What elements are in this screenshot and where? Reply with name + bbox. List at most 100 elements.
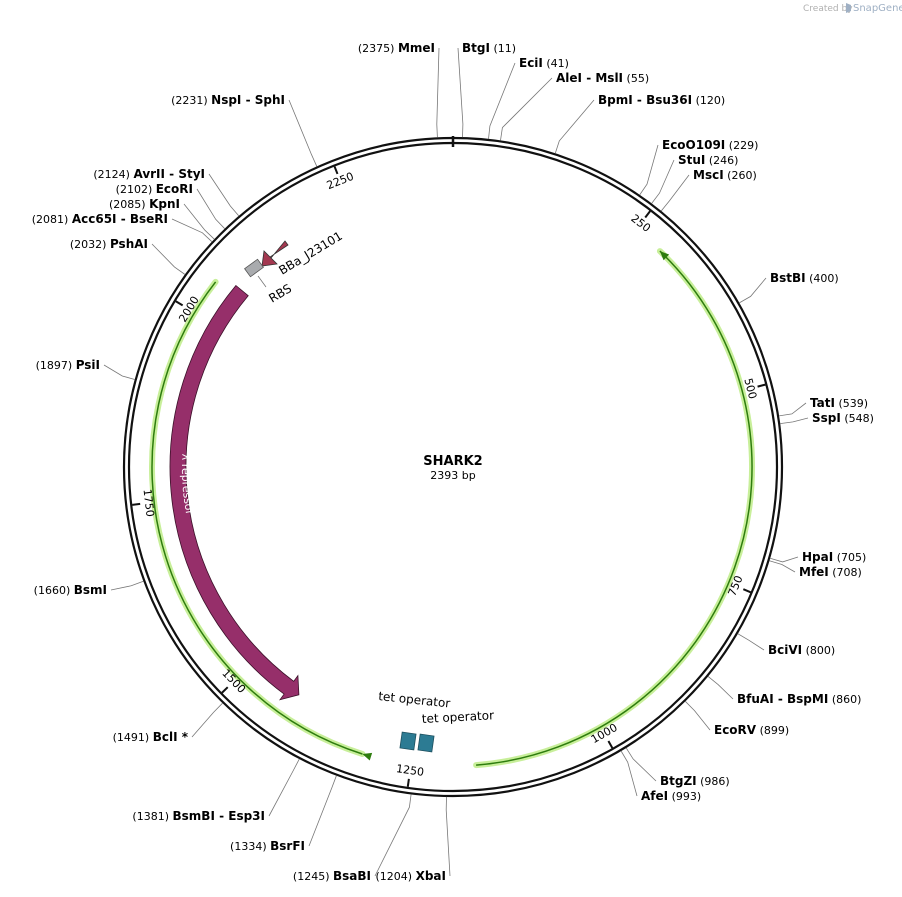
site-label-text: StuI (246) <box>678 153 738 167</box>
site-label-text: (1897) PsiI <box>36 358 100 372</box>
site-label[interactable]: (2081) Acc65I - BseRI <box>32 212 168 226</box>
site-separator: - <box>633 93 646 107</box>
site-enzyme-name: Bsu36I <box>646 93 692 107</box>
orf-right-line <box>476 250 753 766</box>
site-enzyme-name: BsmI <box>74 583 107 597</box>
site-enzyme-name: BsmBI <box>173 809 215 823</box>
site-label[interactable]: (1897) PsiI <box>36 358 100 372</box>
site-label[interactable]: (2124) AvrII - StyI <box>93 167 205 181</box>
tet-operator-label-2: tet operator <box>421 708 494 726</box>
site-label-text: (1334) BsrFI <box>230 839 305 853</box>
site-position: (41) <box>546 57 569 70</box>
features: BBa_J23101 RBS λ repressor tet operator … <box>169 229 494 753</box>
site-label-text: (2375) MmeI <box>358 41 435 55</box>
site-label[interactable]: (2375) MmeI <box>358 41 435 55</box>
site-leader <box>268 758 300 817</box>
tet-operator-box-1[interactable] <box>399 731 417 751</box>
site-label[interactable]: BtgZI (986) <box>660 774 730 788</box>
site-label[interactable]: BstBI (400) <box>770 271 839 285</box>
site-position: (229) <box>729 139 759 152</box>
site-label[interactable]: (2231) NspI - SphI <box>171 93 285 107</box>
site-label[interactable]: (2032) PshAI <box>70 237 148 251</box>
rbs-label: RBS <box>266 281 294 305</box>
site-separator: - <box>582 71 595 85</box>
site-enzyme-name: BfuAI <box>737 692 774 706</box>
site-enzyme-name: Esp3I <box>228 809 265 823</box>
site-label[interactable]: AleI - MslI (55) <box>556 71 649 85</box>
site-label-text: EcoO109I (229) <box>662 138 758 152</box>
orf-left-head <box>362 752 373 761</box>
site-leader <box>308 775 337 847</box>
site-leader <box>769 560 796 573</box>
site-position: (993) <box>672 790 702 803</box>
tick-label-1750: 1750 <box>141 488 157 517</box>
site-label[interactable]: (1660) BsmI <box>34 583 107 597</box>
site-label[interactable]: MscI (260) <box>693 168 757 182</box>
site-label[interactable]: (2102) EcoRI <box>116 182 193 196</box>
site-label-text: (1381) BsmBI - Esp3I <box>132 809 265 823</box>
site-position: (2032) <box>70 238 107 251</box>
site-label[interactable]: TatI (539) <box>810 396 868 410</box>
site-label[interactable]: BtgI (11) <box>462 41 516 55</box>
site-enzyme-name: BseRI <box>130 212 168 226</box>
site-label[interactable]: MfeI (708) <box>799 565 862 579</box>
site-leader <box>196 188 225 229</box>
site-label[interactable]: AfeI (993) <box>641 789 701 803</box>
site-label-text: EcoRV (899) <box>714 723 789 737</box>
site-position: (1491) <box>113 731 150 744</box>
site-label[interactable]: (1204) XbaI <box>376 869 446 883</box>
site-leader <box>769 556 799 563</box>
site-leader <box>183 203 215 240</box>
site-position: (1334) <box>230 840 267 853</box>
promoter-arrow[interactable] <box>261 240 289 267</box>
site-label[interactable]: (1334) BsrFI <box>230 839 305 853</box>
site-label[interactable]: SspI (548) <box>812 411 874 425</box>
tick-1250 <box>406 778 410 787</box>
site-leader <box>625 747 657 782</box>
site-label[interactable]: (1381) BsmBI - Esp3I <box>132 809 265 823</box>
site-label[interactable]: BfuAI - BspMI (860) <box>737 692 861 706</box>
site-label-text: SspI (548) <box>812 411 874 425</box>
site-enzyme-name: XbaI <box>416 869 446 883</box>
tet-operator-box-2[interactable] <box>417 733 435 753</box>
site-label[interactable]: EcoO109I (229) <box>662 138 758 152</box>
orf-arcs <box>148 248 756 769</box>
site-label[interactable]: EciI (41) <box>519 56 569 70</box>
rbs-box[interactable] <box>244 258 264 278</box>
site-label-text: BpmI - Bsu36I (120) <box>598 93 725 107</box>
site-label-text: BfuAI - BspMI (860) <box>737 692 861 706</box>
tick-1750 <box>132 502 141 506</box>
site-label[interactable]: BciVI (800) <box>768 643 835 657</box>
site-label-text: AleI - MslI (55) <box>556 71 649 85</box>
site-leader <box>110 580 144 591</box>
orf-right-glow <box>473 248 756 769</box>
site-label[interactable]: BpmI - Bsu36I (120) <box>598 93 725 107</box>
site-label[interactable]: (1245) BsaBI <box>293 869 371 883</box>
site-label[interactable]: StuI (246) <box>678 153 738 167</box>
site-enzyme-name: EciI <box>519 56 543 70</box>
tick-label-2250: 2250 <box>325 170 356 192</box>
site-enzyme-name: EcoO109I <box>662 138 725 152</box>
tick-2000 <box>175 300 184 307</box>
tick-label-500: 500 <box>741 377 759 401</box>
credit-prefix: Created by <box>803 4 853 14</box>
site-enzyme-name: StyI <box>178 167 205 181</box>
site-label[interactable]: (2085) KpnI <box>109 197 180 211</box>
site-leader <box>171 218 213 242</box>
site-label-text: (1204) XbaI <box>376 869 446 883</box>
site-leader <box>707 676 734 700</box>
site-enzyme-name: MmeI <box>398 41 435 55</box>
site-label[interactable]: EcoRV (899) <box>714 723 789 737</box>
site-label[interactable]: HpaI (705) <box>802 550 866 564</box>
site-leader <box>639 144 659 196</box>
tick-2250 <box>333 166 339 175</box>
site-separator: - <box>774 692 787 706</box>
site-enzyme-name: KpnI <box>149 197 180 211</box>
site-label-text: (2231) NspI - SphI <box>171 93 285 107</box>
site-label[interactable]: (1491) BclI * <box>113 730 189 744</box>
site-label-text: (2124) AvrII - StyI <box>93 167 205 181</box>
site-position: (986) <box>700 775 730 788</box>
site-position: (1381) <box>132 810 169 823</box>
repressor-arrow[interactable] <box>169 284 300 701</box>
